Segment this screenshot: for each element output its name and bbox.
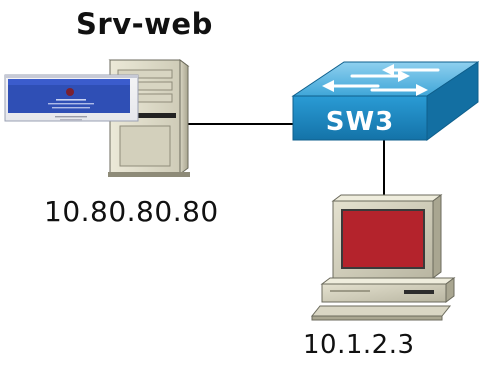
switch-label: SW3 xyxy=(326,107,395,137)
webpage-screenshot-icon xyxy=(4,74,139,122)
server-name-label: Srv-web xyxy=(76,7,213,41)
desktop-computer-icon xyxy=(310,194,456,321)
pc-ip-label: 10.1.2.3 xyxy=(303,330,415,360)
server-ip-label: 10.80.80.80 xyxy=(44,195,219,228)
tower-server-icon xyxy=(108,59,190,177)
network-switch-icon: SW3 xyxy=(291,61,479,141)
